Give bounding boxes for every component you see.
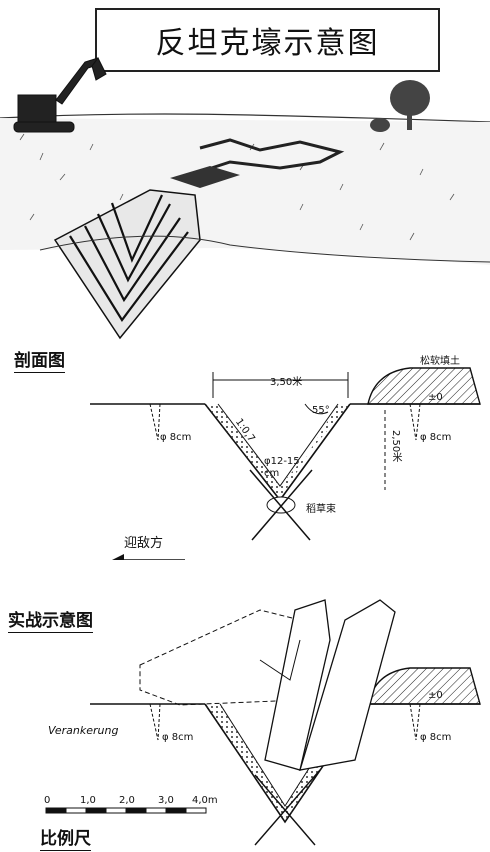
zero-label: ±0 (428, 392, 443, 403)
depth-label: 2,50米 (390, 430, 401, 463)
enemy-direction-label: 迎敌方 (124, 536, 164, 551)
soft-fill-label: 松软填土 (420, 356, 460, 367)
post-left-label: φ 8cm (160, 432, 192, 443)
scale-tick: 1,0 (80, 795, 96, 806)
combat-zero-label: ±0 (428, 690, 443, 701)
angle-label: 55° (312, 405, 330, 416)
excavator-icon (13, 57, 107, 133)
scale-tick: 3,0 (158, 795, 174, 806)
trench-illustration (0, 57, 490, 340)
scale-tick: 4,0m (192, 795, 218, 806)
straw-label: 稻草束 (306, 504, 336, 515)
anchor-label: Verankerung (48, 724, 119, 737)
combat-post-right-label: φ 8cm (420, 732, 452, 743)
scale-bar (45, 807, 207, 814)
tree-icon (370, 80, 430, 132)
scale-tick: 2,0 (119, 795, 135, 806)
post-right-label: φ 8cm (420, 432, 452, 443)
section-profile-title: 剖面图 (14, 346, 65, 373)
stake-diameter-label: φ12-15 cm (264, 456, 300, 479)
combat-post-left-label: φ 8cm (162, 732, 194, 743)
profile-diagram (90, 367, 481, 560)
scale-title: 比例尺 (40, 824, 91, 851)
width-label: 3,50米 (270, 377, 303, 388)
diagram-title: 反坦克壕示意图 (95, 8, 440, 72)
section-combat-title: 实战示意图 (8, 606, 93, 633)
scale-tick: 0 (44, 795, 51, 806)
